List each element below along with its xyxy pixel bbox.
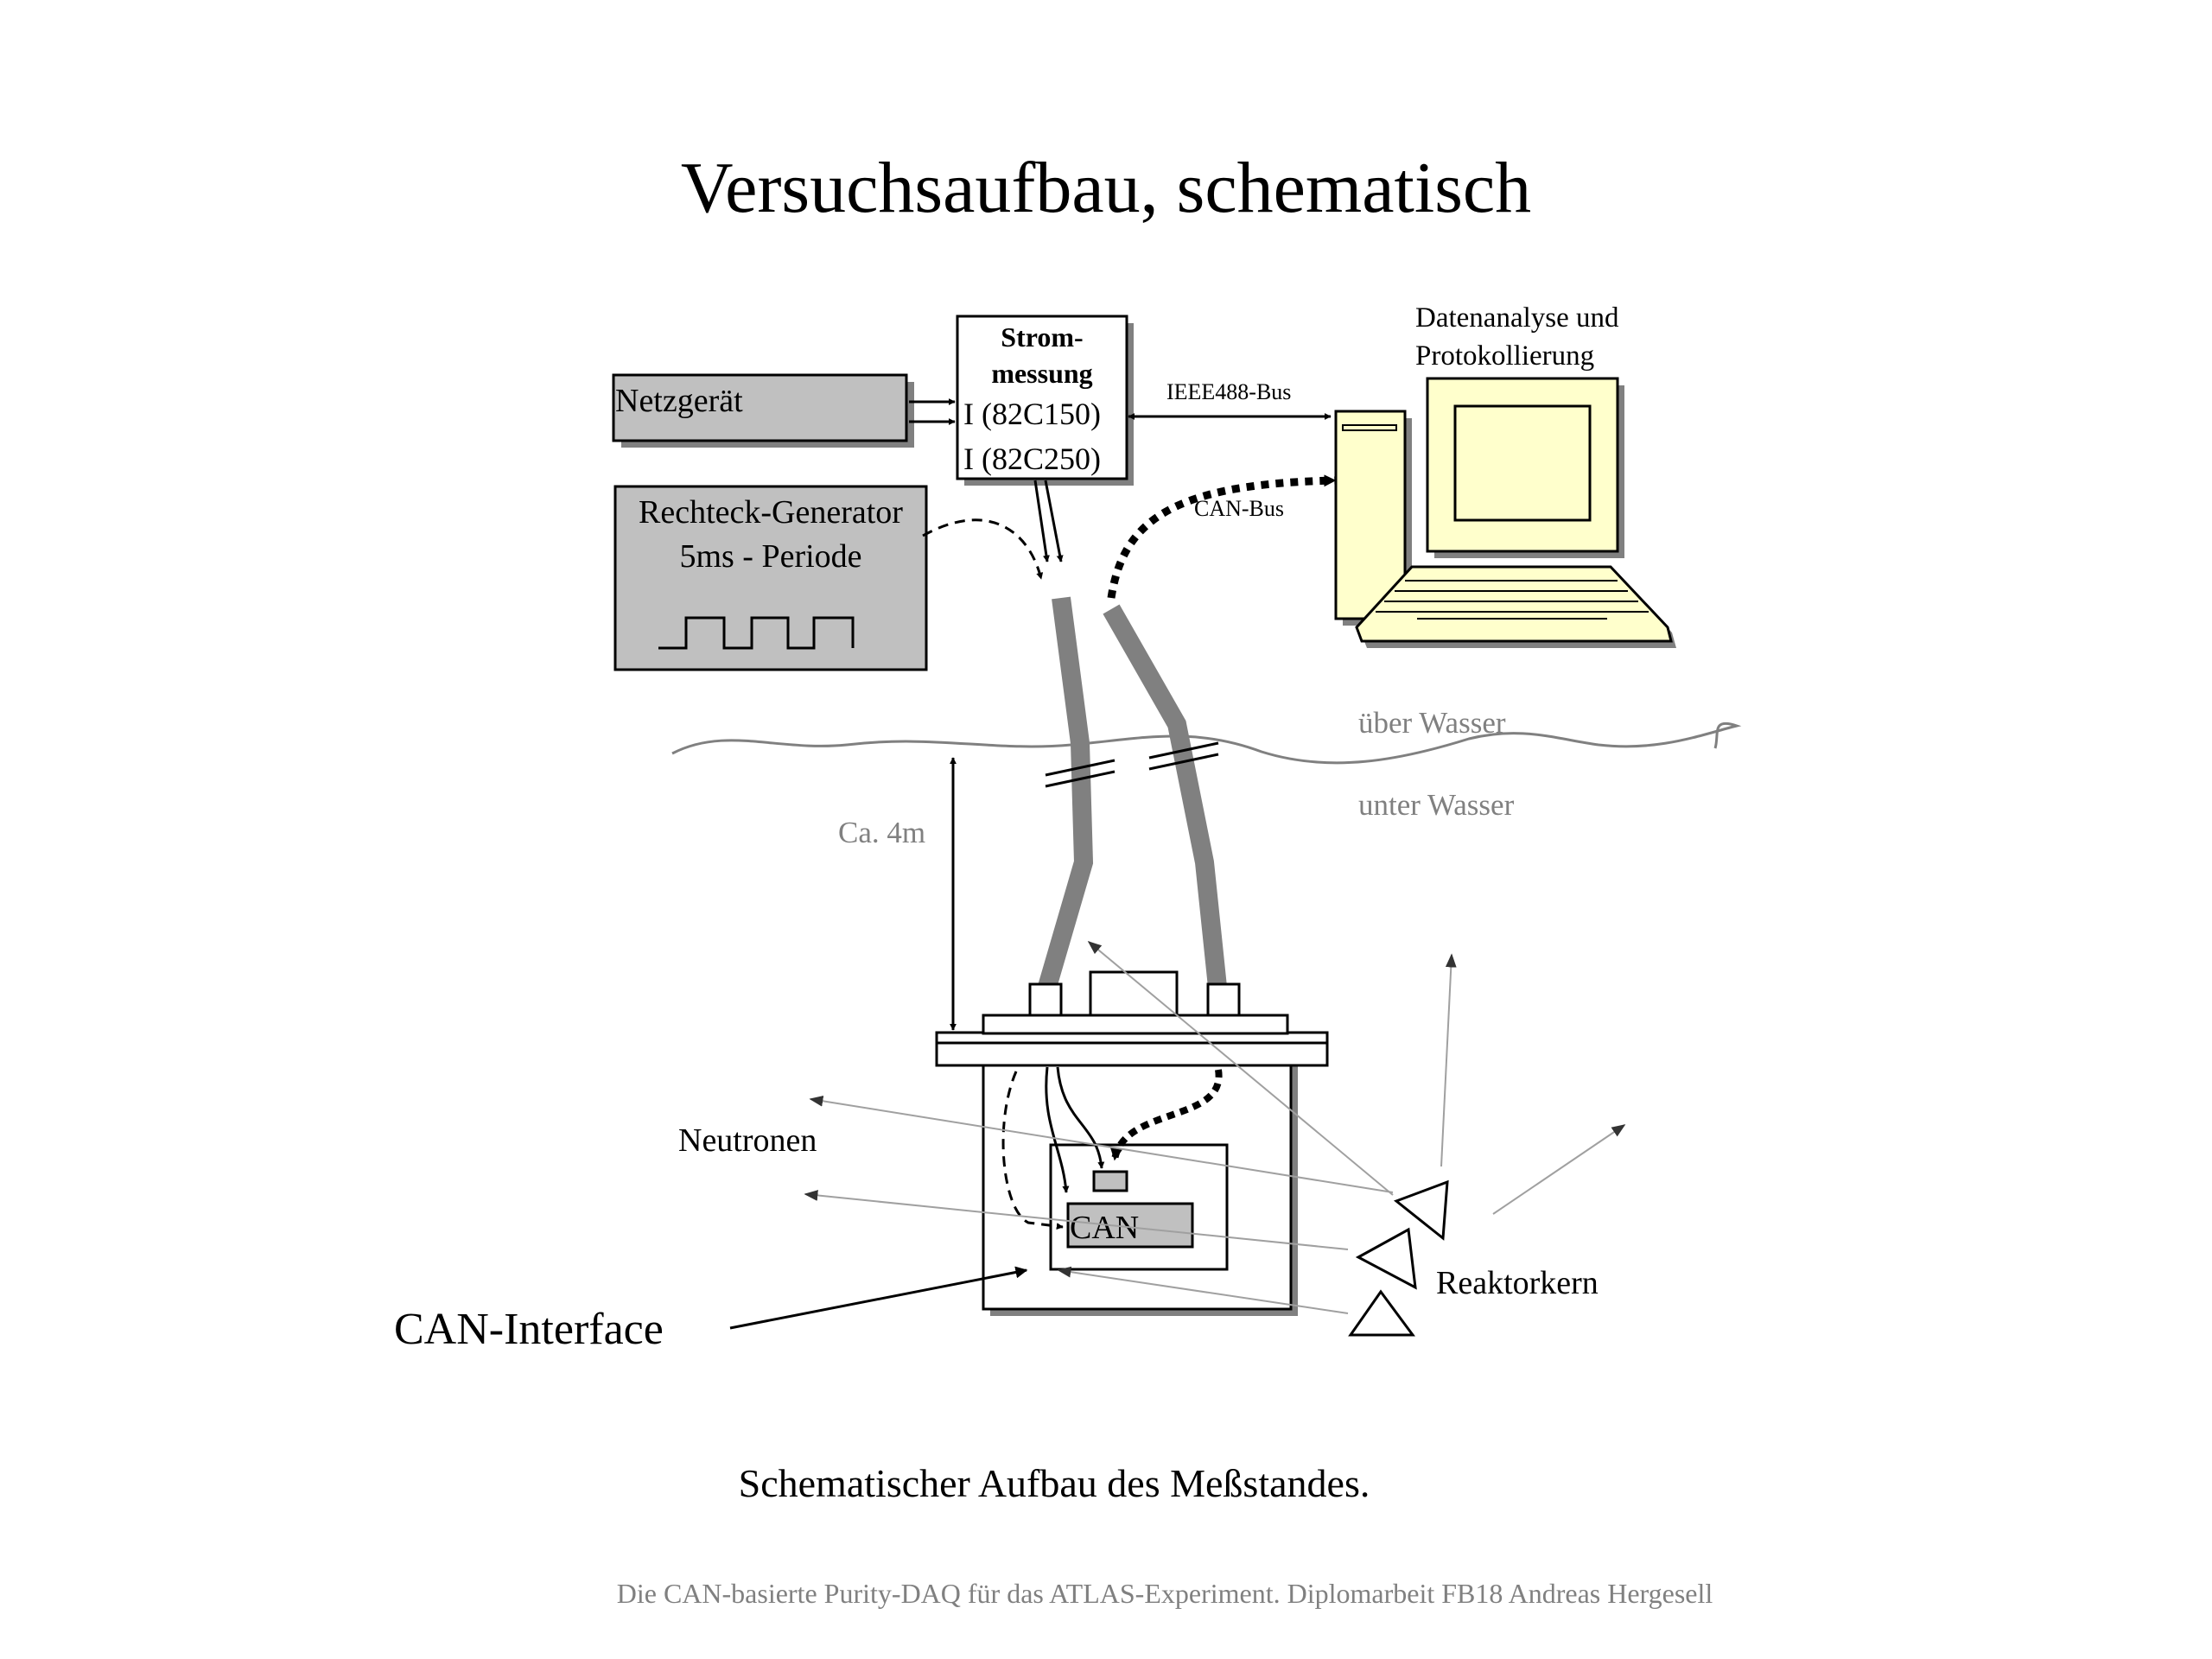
can-chip: CAN — [1066, 1202, 1194, 1249]
water-surface — [671, 721, 1742, 765]
generator-box: Rechteck-Generator 5ms - Periode — [613, 485, 928, 671]
neutronen-label: Neutronen — [678, 1122, 817, 1159]
can-bus-label: CAN-Bus — [1194, 496, 1284, 521]
computer-label-2: Protokollierung — [1415, 340, 1594, 372]
cable-break-marks — [1045, 741, 1219, 788]
generator-label-1: Rechteck-Generator — [639, 494, 903, 531]
can-bus-line — [1107, 474, 1337, 599]
reaktorkern-icon — [1348, 1179, 1449, 1337]
strommessung-i1: I (82C150) — [963, 397, 1101, 431]
internal-current-line-2 — [1056, 1066, 1105, 1169]
strommessung-i2: I (82C250) — [963, 442, 1101, 476]
figure-caption: Schematischer Aufbau des Meßstandes. — [739, 1461, 1370, 1505]
strommessung-title-2: messung — [991, 358, 1092, 389]
computer-icon — [1334, 377, 1676, 648]
strommessung-title-1: Strom- — [1001, 321, 1083, 353]
generator-label-2: 5ms - Periode — [679, 538, 861, 575]
can-interface-label: CAN-Interface — [394, 1305, 664, 1354]
slide-title: Versuchsaufbau, schematisch — [681, 148, 1531, 228]
cable-right — [1103, 604, 1227, 988]
cable-left — [1038, 596, 1094, 990]
internal-can-line — [1110, 1069, 1223, 1161]
slide-footer: Die CAN-basierte Purity-DAQ für das ATLA… — [617, 1578, 1713, 1609]
netzgeraet-label: Netzgerät — [615, 383, 743, 419]
square-wave-icon — [658, 616, 855, 650]
can-interface-housing — [935, 970, 1329, 1316]
strommessung-box: Strom- messung I (82C150) I (82C250) — [956, 315, 1134, 486]
current-line-1 — [1033, 480, 1050, 563]
generator-signal-line — [922, 518, 1044, 580]
neutron-rays — [804, 940, 1626, 1314]
ueber-wasser-label: über Wasser — [1358, 706, 1506, 740]
reaktorkern-label: Reaktorkern — [1436, 1265, 1599, 1301]
internal-current-line-1 — [1045, 1066, 1070, 1193]
ieee-bus-label: IEEE488-Bus — [1166, 379, 1291, 404]
can-interface-arrow — [729, 1266, 1028, 1330]
depth-label: Ca. 4m — [838, 816, 925, 849]
netzgeraet-box: Netzgerät — [612, 373, 914, 448]
unter-wasser-label: unter Wasser — [1358, 788, 1515, 822]
computer-label-1: Datenanalyse und — [1415, 302, 1619, 334]
internal-generator-line — [1001, 1071, 1064, 1230]
current-line-2 — [1044, 480, 1064, 563]
